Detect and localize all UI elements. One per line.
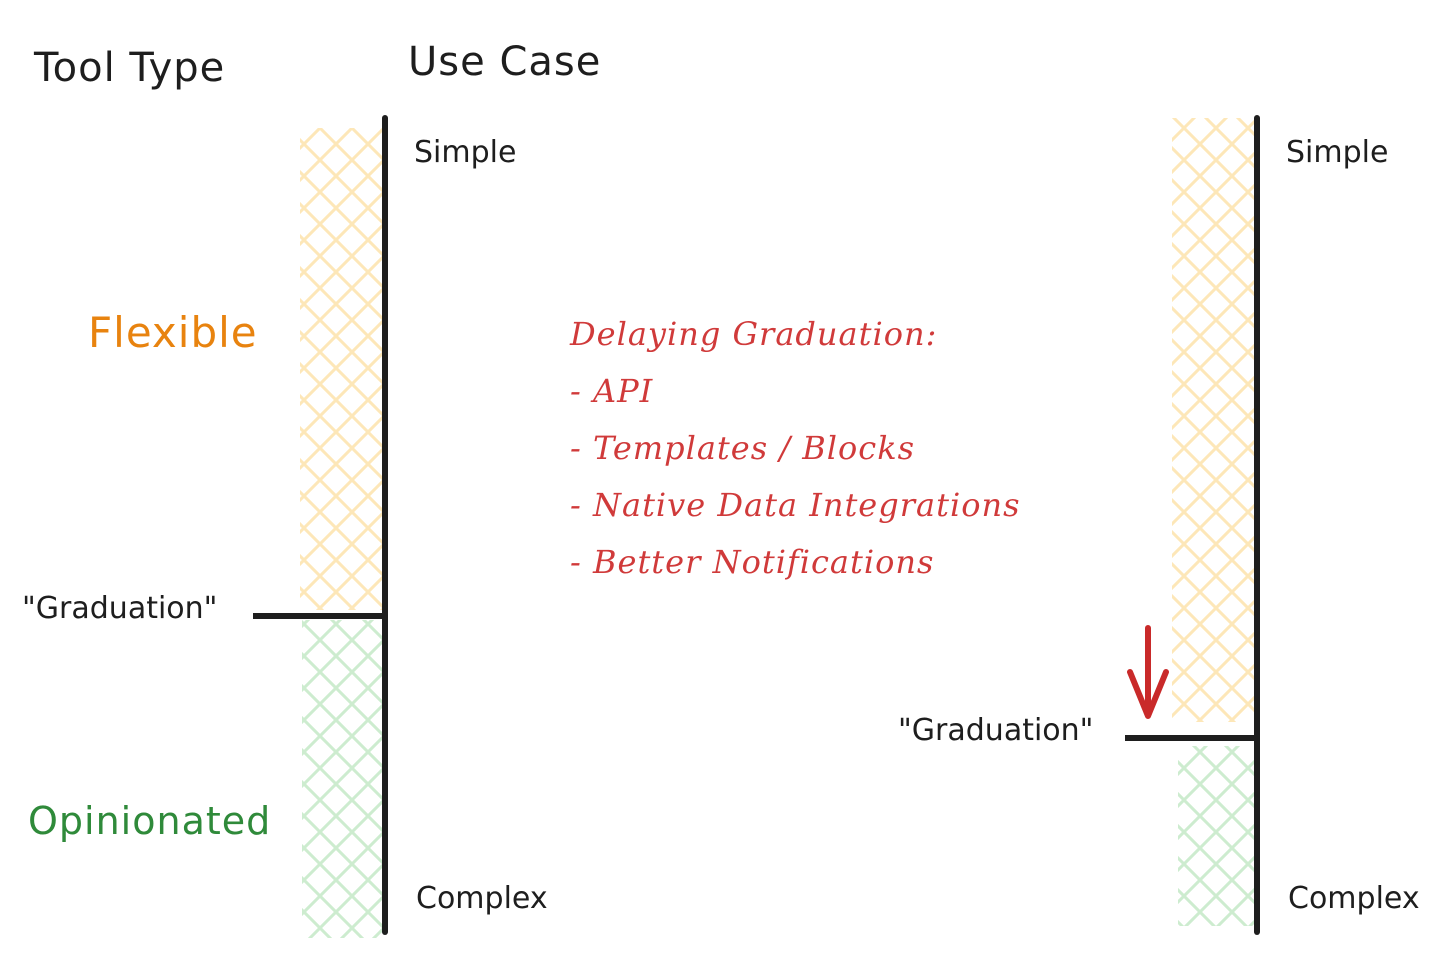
delaying-item: - Better Notifications bbox=[570, 543, 935, 581]
right-flexible-hatch bbox=[1172, 118, 1254, 722]
delaying-item: - API bbox=[570, 372, 654, 410]
delaying-item: - Templates / Blocks bbox=[570, 429, 916, 467]
left-simple-label: Simple bbox=[414, 135, 517, 170]
delaying-title: Delaying Graduation: bbox=[570, 315, 938, 353]
left-graduation-label: "Graduation" bbox=[22, 591, 218, 626]
opinionated-label: Opinionated bbox=[28, 799, 272, 843]
right-opinionated-hatch bbox=[1178, 746, 1254, 926]
left-flexible-hatch bbox=[300, 128, 382, 610]
down-arrow-icon bbox=[1127, 625, 1169, 719]
left-opinionated-hatch bbox=[302, 620, 382, 938]
right-simple-label: Simple bbox=[1286, 135, 1389, 170]
right-complex-label: Complex bbox=[1288, 881, 1420, 916]
right-graduation-label: "Graduation" bbox=[898, 713, 1094, 748]
tool-type-header: Tool Type bbox=[34, 45, 226, 91]
left-complex-label: Complex bbox=[416, 881, 548, 916]
delaying-item: - Native Data Integrations bbox=[570, 486, 1021, 524]
use-case-header: Use Case bbox=[408, 39, 602, 85]
flexible-label: Flexible bbox=[88, 308, 258, 357]
